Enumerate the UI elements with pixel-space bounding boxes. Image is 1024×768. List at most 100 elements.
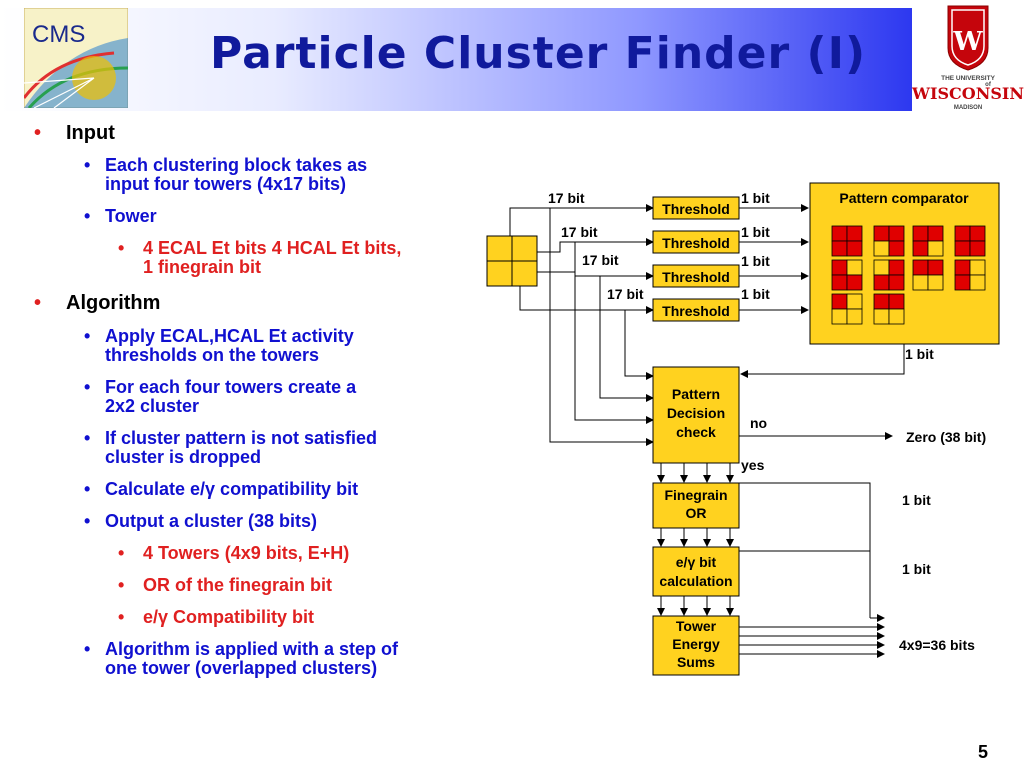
pattern-cell	[969, 240, 986, 257]
pattern-cell	[927, 240, 944, 257]
bullet-dot: •	[84, 206, 91, 226]
threshold-box-2	[652, 230, 740, 254]
comparator-bit-label: 1 bit	[905, 346, 934, 362]
finegrain-label: Finegrain	[664, 487, 727, 503]
decision-label: Pattern	[672, 386, 720, 402]
threshold-label: Threshold	[662, 201, 730, 217]
uw-line1: THE UNIVERSITY	[941, 75, 995, 82]
pattern-cell	[888, 225, 905, 242]
input-line-2	[537, 238, 654, 253]
finegrain-label: OR	[686, 505, 707, 521]
pattern-cell	[954, 225, 971, 242]
pattern-cell	[954, 259, 971, 276]
tower-sums-label: Tower	[676, 618, 717, 634]
egamma-bit-label: 1 bit	[902, 561, 931, 577]
decision-label: Decision	[667, 405, 725, 421]
bullet-line: 4 ECAL Et bits 4 HCAL Et bits,	[143, 238, 402, 258]
pattern-cell	[927, 225, 944, 242]
input-bit-label: 17 bit	[607, 286, 644, 302]
bullet-line: e/γ Compatibility bit	[143, 607, 315, 627]
threshold-label: Threshold	[662, 269, 730, 285]
tower-sums-label: Sums	[677, 654, 715, 670]
output-bit-label: 1 bit	[741, 224, 770, 240]
bullet-dot: •	[118, 238, 125, 258]
uw-line3: WISCONSIN	[912, 84, 1024, 103]
pattern-cell	[969, 225, 986, 242]
bullet-dot: •	[84, 377, 91, 397]
bullet-line: Tower	[105, 206, 157, 226]
pattern-cell	[969, 274, 986, 291]
pattern-cell	[873, 274, 890, 291]
pattern-grid	[831, 225, 986, 325]
pattern-cell	[927, 259, 944, 276]
pattern-cell	[873, 225, 890, 242]
pattern-cell	[954, 240, 971, 257]
input-bit-label: 17 bit	[561, 224, 598, 240]
tower-sums-label: Energy	[672, 636, 720, 652]
page-title: Particle Cluster Finder (I)	[210, 28, 867, 79]
threshold-box-1	[652, 196, 740, 220]
tower-sums-box	[652, 615, 740, 676]
output-bit-label: 1 bit	[741, 190, 770, 206]
zero-output-label: Zero (38 bit)	[906, 429, 986, 445]
pattern-cell	[873, 240, 890, 257]
bullet-line: If cluster pattern is not satisfied	[105, 428, 378, 448]
pattern-cell	[888, 259, 905, 276]
input-bit-label: 17 bit	[548, 190, 585, 206]
bullet-line: Apply ECAL,HCAL Et activity	[105, 326, 354, 346]
output-bit-label: 1 bit	[741, 286, 770, 302]
cms-logo-text: CMS	[32, 21, 85, 48]
uw-line2: of	[985, 82, 992, 88]
input-line-3	[537, 271, 654, 280]
bullet-input: Input	[66, 122, 115, 144]
bullet-dot: •	[118, 575, 125, 595]
page-number: 5	[977, 742, 988, 762]
threshold-label: Threshold	[662, 303, 730, 319]
uw-line4: MADISON	[954, 105, 982, 111]
bullet-line: one tower (overlapped clusters)	[105, 658, 378, 678]
input-line-1	[509, 204, 654, 236]
pattern-cell	[888, 274, 905, 291]
svg-text:W: W	[952, 27, 983, 57]
pattern-cell	[846, 308, 863, 325]
pattern-decision-box	[652, 366, 740, 464]
pattern-cell	[927, 274, 944, 291]
finegrain-bit-label: 1 bit	[902, 492, 931, 508]
pattern-comparator-label: Pattern comparator	[839, 190, 969, 206]
bullet-algorithm: Algorithm	[66, 292, 161, 314]
input-line-4	[519, 286, 654, 314]
bullet-line: Calculate e/γ compatibility bit	[105, 479, 359, 499]
output-bit-label: 1 bit	[741, 253, 770, 269]
pattern-cell	[846, 259, 863, 276]
decision-label: check	[676, 424, 716, 440]
pattern-cell	[888, 308, 905, 325]
bullet-line: 2x2 cluster	[105, 396, 200, 416]
slide-header: Particle Cluster Finder (I) CMS W THE UN…	[0, 0, 1024, 112]
bullet-dot: •	[34, 122, 42, 144]
pattern-cell	[969, 259, 986, 276]
threshold-label: Threshold	[662, 235, 730, 251]
no-label: no	[750, 415, 767, 431]
yes-label: yes	[741, 457, 765, 473]
egamma-label: e/γ bit	[676, 554, 717, 570]
threshold-box-4	[652, 298, 740, 322]
bullet-dot: •	[84, 639, 91, 659]
pattern-cell	[831, 293, 848, 310]
uw-logo: W THE UNIVERSITY of WISCONSIN MADISON	[912, 5, 1024, 111]
comparator-output-line	[740, 344, 905, 378]
pattern-cell	[846, 293, 863, 310]
bullet-line: thresholds on the towers	[105, 345, 320, 365]
pattern-cell	[846, 274, 863, 291]
egamma-label: calculation	[659, 573, 732, 589]
pattern-cell	[831, 259, 848, 276]
bullet-line: For each four towers create a	[105, 377, 357, 397]
pattern-cell	[831, 225, 848, 242]
pattern-cell	[912, 274, 929, 291]
bullet-dot: •	[118, 543, 125, 563]
bullet-dot: •	[84, 326, 91, 346]
pattern-cell	[873, 308, 890, 325]
bullet-line: 1 finegrain bit	[143, 257, 262, 277]
threshold-box-3	[652, 264, 740, 288]
pattern-cell	[954, 274, 971, 291]
